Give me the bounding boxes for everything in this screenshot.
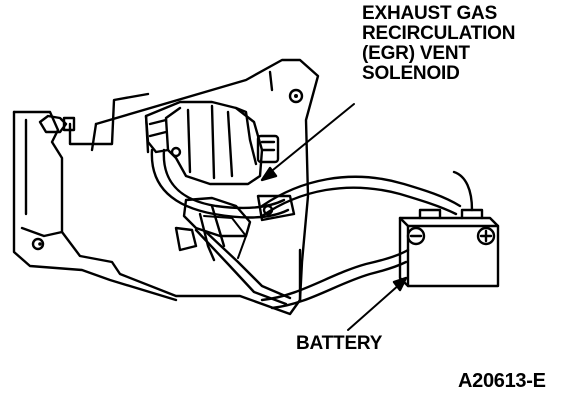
negative-lead-b bbox=[270, 260, 408, 310]
plate-bolt-hole-center bbox=[294, 94, 298, 98]
battery bbox=[398, 170, 500, 288]
egr-label-line-4: SOLENOID bbox=[362, 63, 460, 84]
mounting-plate bbox=[90, 58, 320, 302]
jumper-wire-lower-a bbox=[204, 230, 292, 300]
solenoid-mount-clamp bbox=[174, 194, 296, 262]
negative-lead-a bbox=[260, 248, 410, 302]
egr-label-line-1: EXHAUST GAS bbox=[362, 3, 498, 24]
battery-label: BATTERY bbox=[296, 333, 383, 354]
jumper-wire-lower-b bbox=[194, 228, 288, 306]
wire-clip bbox=[203, 215, 247, 259]
plate-bolt-hole bbox=[288, 88, 304, 104]
egr-label-line-3: (EGR) VENT bbox=[362, 43, 470, 64]
egr-label-line-2: RECIRCULATION bbox=[362, 23, 516, 44]
bracket-bolt-hole-center bbox=[38, 242, 42, 246]
battery-leader-arrow bbox=[347, 276, 408, 331]
positive-lead-b bbox=[260, 186, 458, 218]
jumper-wire-upper-a bbox=[150, 148, 290, 219]
bracket-bolt-hole bbox=[31, 237, 45, 251]
egr-solenoid-label: EXHAUST GAS RECIRCULATION (EGR) VENT SOL… bbox=[362, 4, 515, 84]
jumper-wire-upper-b bbox=[162, 148, 286, 210]
egr-vent-solenoid bbox=[144, 100, 280, 186]
figure-id: A20613-E bbox=[458, 370, 546, 392]
positive-post-wire bbox=[452, 170, 474, 212]
egr-leader-arrow bbox=[260, 103, 355, 182]
positive-lead-a bbox=[260, 175, 462, 208]
routing-wire bbox=[68, 92, 150, 146]
